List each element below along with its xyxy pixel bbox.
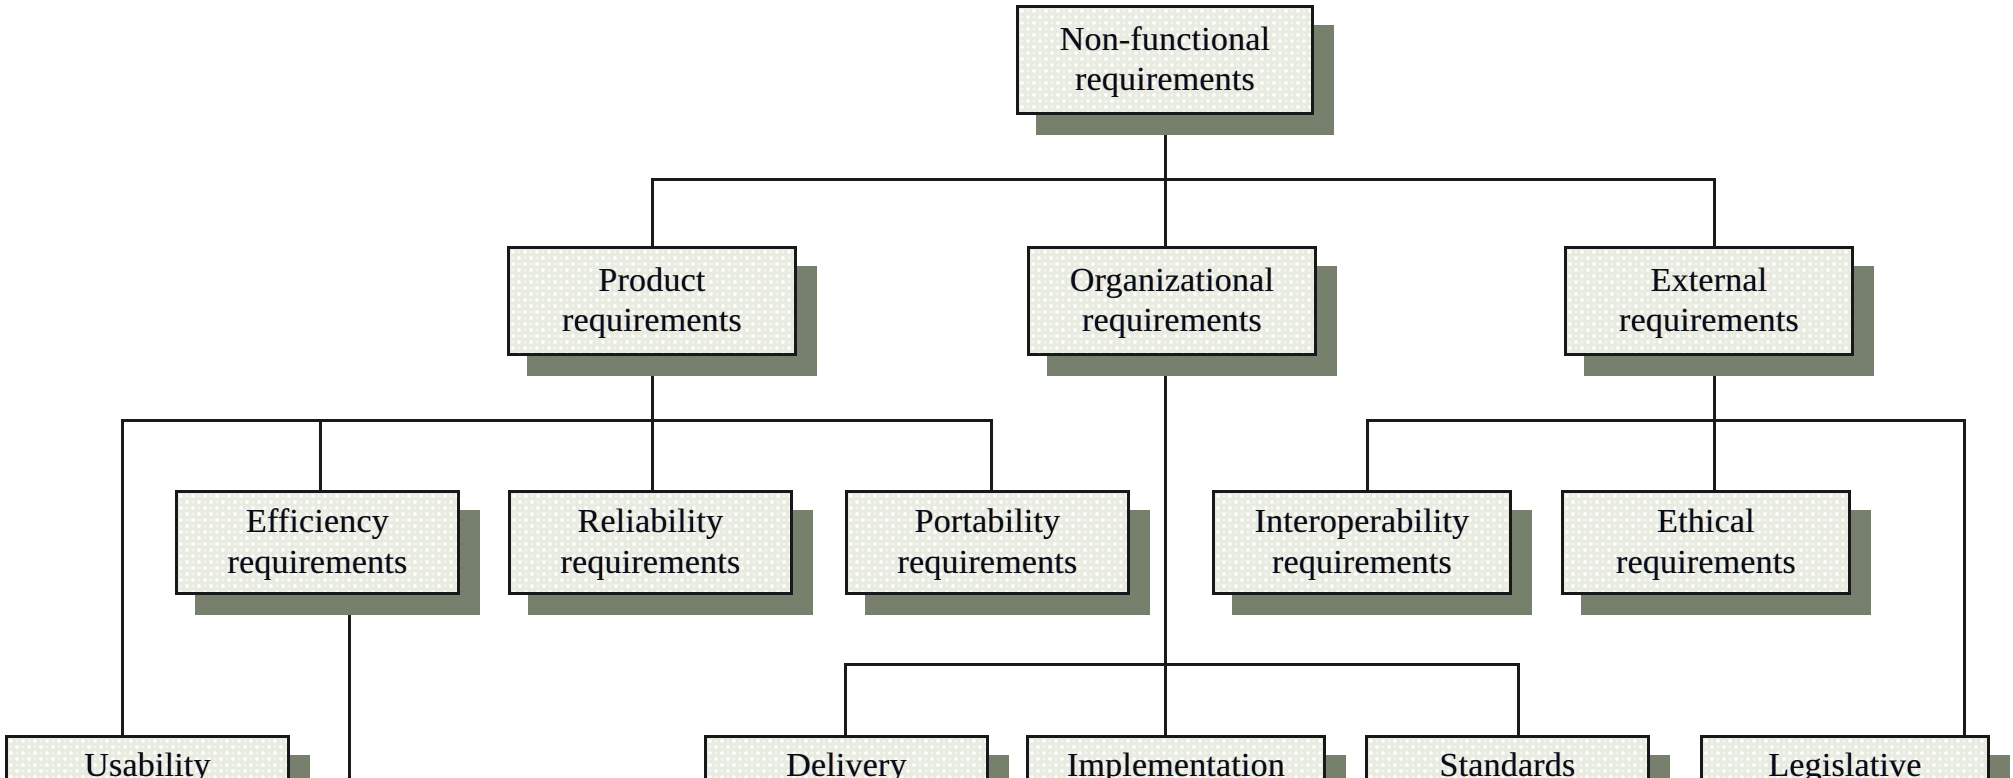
connector-organizational-to-delivery <box>844 663 847 737</box>
connector-organizational-to-implementation <box>1164 663 1167 737</box>
connector-efficiency-stem <box>348 596 351 778</box>
node-organizational-label: Organizational requirements <box>1069 261 1275 339</box>
node-efficiency-label: Efficiency requirements <box>227 503 408 581</box>
node-external-label: External requirements <box>1619 261 1799 339</box>
connector-external-to-interoperability <box>1366 419 1369 491</box>
connector-root-to-product <box>651 178 654 248</box>
node-ethical-label: Ethical requirements <box>1616 503 1796 581</box>
node-product-requirements[interactable]: Product requirements <box>507 246 797 356</box>
connector-organizational-stem <box>1164 353 1167 665</box>
node-legislative[interactable]: Legislative <box>1700 735 1990 778</box>
node-standards-label: Standards <box>1439 747 1576 778</box>
connector-root-to-external <box>1713 178 1716 248</box>
connector-product-stem <box>651 353 654 421</box>
connector-organizational-bus <box>844 663 1520 666</box>
node-root-label: Non-functional requirements <box>1059 20 1271 98</box>
node-reliability-label: Reliability requirements <box>560 503 741 581</box>
node-legislative-label: Legislative <box>1768 747 1922 778</box>
node-standards[interactable]: Standards <box>1365 735 1650 778</box>
node-interoperability-label: Interoperability requirements <box>1254 503 1470 581</box>
node-usability-label: Usability <box>84 747 211 778</box>
node-external-requirements[interactable]: External requirements <box>1564 246 1854 356</box>
connector-product-to-reliability <box>651 419 654 491</box>
connector-product-to-usability <box>121 419 124 739</box>
connector-external-to-ethical <box>1713 419 1716 491</box>
node-portability-label: Portability requirements <box>897 503 1078 581</box>
node-product-label: Product requirements <box>562 261 742 339</box>
connector-root-to-organizational <box>1164 178 1167 248</box>
connector-external-stem <box>1713 353 1716 421</box>
node-implementation-label: Implementation <box>1066 747 1286 778</box>
node-ethical-requirements[interactable]: Ethical requirements <box>1561 490 1851 595</box>
connector-root-stem <box>1164 112 1167 180</box>
connector-product-to-portability <box>990 419 993 491</box>
connector-external-bus <box>1366 419 1966 422</box>
connector-organizational-to-standards <box>1517 663 1520 737</box>
connector-root-bus <box>651 178 1716 181</box>
connector-product-to-efficiency <box>319 419 322 491</box>
node-implementation[interactable]: Implementation <box>1026 735 1326 778</box>
node-efficiency-requirements[interactable]: Efficiency requirements <box>175 490 460 595</box>
node-delivery[interactable]: Delivery <box>704 735 989 778</box>
connector-product-bus <box>121 419 993 422</box>
node-organizational-requirements[interactable]: Organizational requirements <box>1027 246 1317 356</box>
node-root[interactable]: Non-functional requirements <box>1016 5 1314 115</box>
node-usability[interactable]: Usability <box>5 735 290 778</box>
node-reliability-requirements[interactable]: Reliability requirements <box>508 490 793 595</box>
node-interoperability-requirements[interactable]: Interoperability requirements <box>1212 490 1512 595</box>
node-portability-requirements[interactable]: Portability requirements <box>845 490 1130 595</box>
node-delivery-label: Delivery <box>786 747 907 778</box>
connector-external-to-legislative <box>1963 419 1966 737</box>
